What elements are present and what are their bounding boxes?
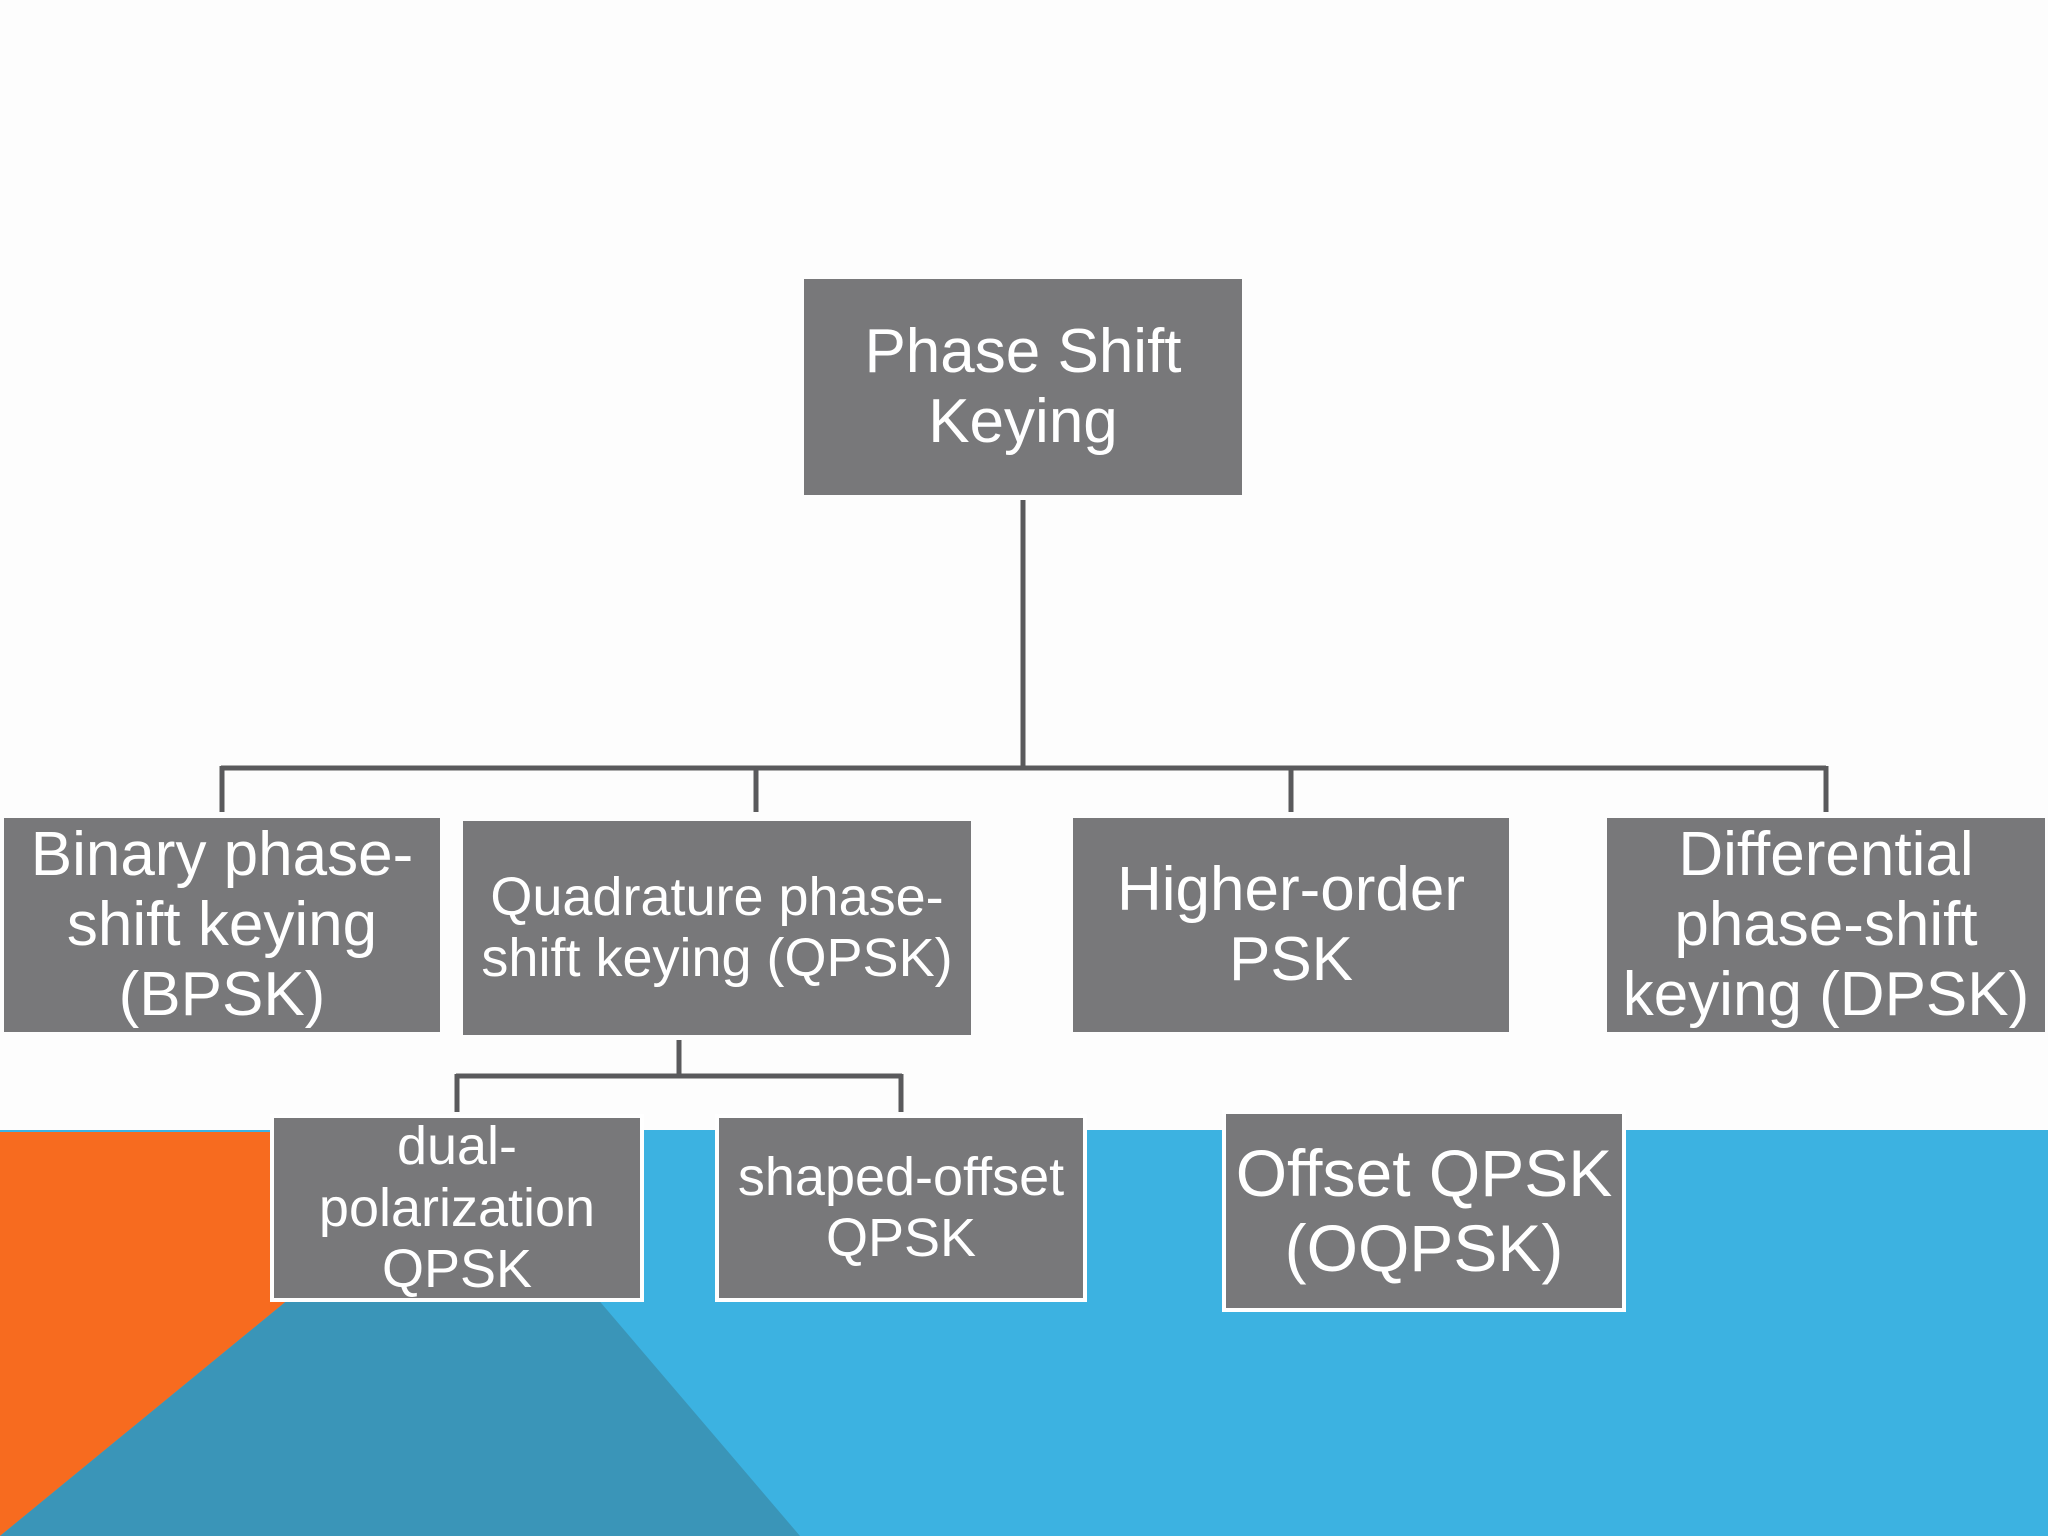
node-dpsk-label: Differential phase-shift keying (DPSK) <box>1622 819 2030 1030</box>
node-phase-shift-keying: Phase Shift Keying <box>804 279 1242 495</box>
background-teal-shape <box>0 1290 800 1536</box>
node-bpsk: Binary phase- shift keying (BPSK) <box>4 818 440 1032</box>
node-phase-shift-keying-label: Phase Shift Keying <box>864 316 1182 456</box>
connectors-qpsk <box>454 1040 904 1112</box>
node-bpsk-label: Binary phase- shift keying (BPSK) <box>30 819 414 1030</box>
node-higher-order-psk-label: Higher-order PSK <box>1116 854 1466 994</box>
node-offset-qpsk-label: Offset QPSK (OQPSK) <box>1235 1136 1613 1285</box>
background-orange-shape <box>0 1132 300 1536</box>
connectors-root <box>219 500 1829 812</box>
node-qpsk-label: Quadrature phase- shift keying (QPSK) <box>481 866 953 988</box>
node-qpsk: Quadrature phase- shift keying (QPSK) <box>463 821 971 1035</box>
node-dpsk: Differential phase-shift keying (DPSK) <box>1607 818 2045 1032</box>
node-higher-order-psk: Higher-order PSK <box>1073 818 1509 1032</box>
node-dual-polarization-qpsk-label: dual- polarization QPSK <box>318 1116 596 1299</box>
node-shaped-offset-qpsk: shaped-offset QPSK <box>715 1114 1087 1302</box>
node-shaped-offset-qpsk-label: shaped-offset QPSK <box>737 1146 1065 1268</box>
node-offset-qpsk: Offset QPSK (OQPSK) <box>1222 1110 1626 1312</box>
node-dual-polarization-qpsk: dual- polarization QPSK <box>270 1114 644 1302</box>
